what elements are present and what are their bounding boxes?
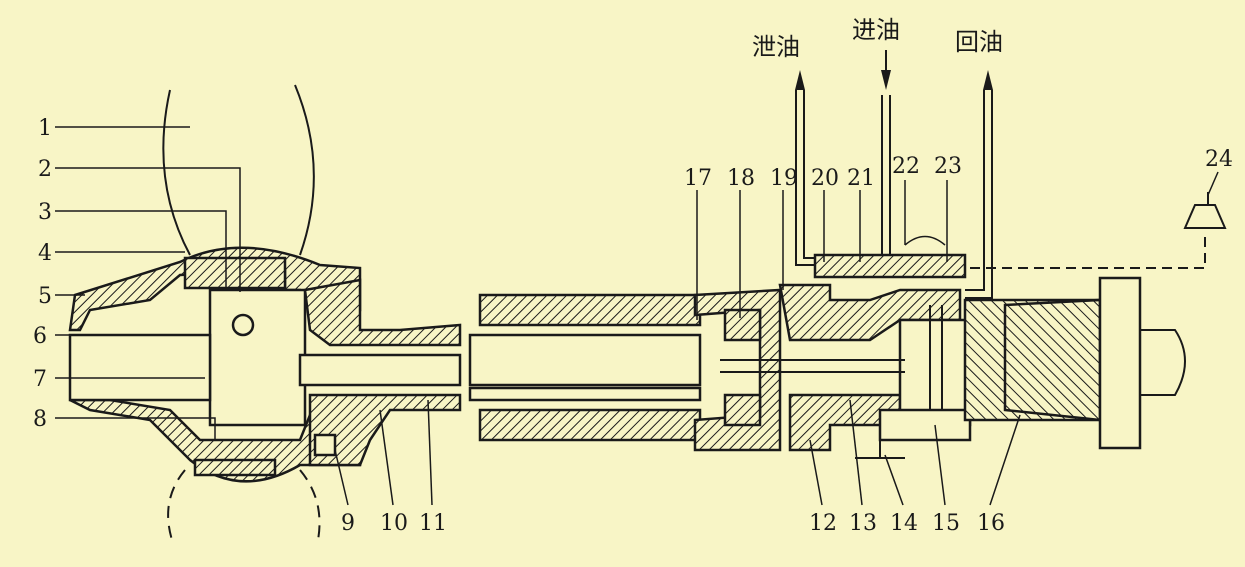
part-label: 17 (684, 166, 712, 191)
chuck-assembly (68, 84, 462, 541)
leader-lines (55, 126, 1219, 506)
part-label: 23 (934, 154, 962, 179)
part-numbers: 1 2 3 4 5 6 7 8 9 10 11 12 13 14 15 16 1… (33, 116, 1233, 536)
part-label: 7 (33, 367, 47, 392)
part-label: 9 (341, 511, 355, 536)
part-label: 16 (977, 511, 1005, 536)
part-label: 11 (419, 511, 447, 536)
part-label: 3 (38, 200, 52, 225)
part-label: 10 (380, 511, 408, 536)
part-label: 18 (727, 166, 755, 191)
part-label: 12 (809, 511, 837, 536)
part-label: 22 (892, 154, 920, 179)
return-oil-label: 回油 (955, 28, 1003, 56)
part-label: 24 (1205, 147, 1233, 172)
part-label: 5 (38, 284, 52, 309)
part-label: 21 (847, 166, 875, 191)
rotary-cylinder-assembly (468, 50, 1227, 459)
part-label: 14 (890, 511, 918, 536)
part-label: 4 (38, 241, 52, 266)
part-label: 13 (849, 511, 877, 536)
inlet-oil-label: 进油 (852, 16, 900, 44)
drain-oil-label: 泄油 (752, 33, 800, 61)
part-label: 8 (33, 407, 47, 432)
part-label: 2 (38, 157, 52, 182)
part-label: 19 (770, 166, 798, 191)
part-label: 20 (811, 166, 839, 191)
part-label: 6 (33, 324, 47, 349)
part-label: 15 (932, 511, 960, 536)
part-label: 1 (38, 116, 52, 141)
